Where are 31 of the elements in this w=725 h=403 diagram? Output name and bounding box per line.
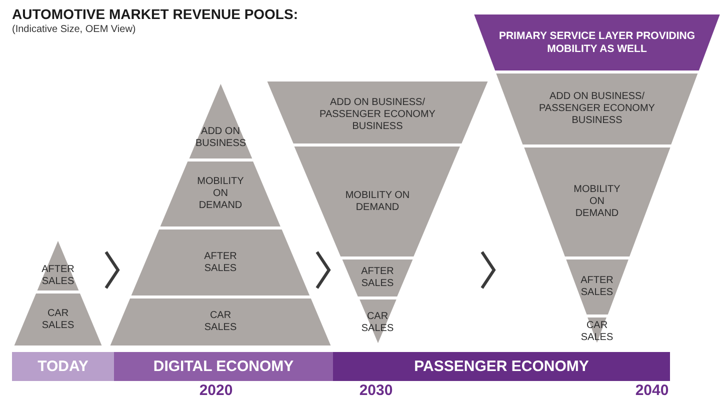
chart-title: AUTOMOTIVE MARKET REVENUE POOLS: [12, 6, 298, 22]
subtitle: (Indicative Size, OEM View) [12, 24, 136, 35]
era-label: TODAY [38, 358, 88, 375]
pyramid-tier [129, 228, 312, 297]
year-label: 2030 [359, 382, 393, 399]
year-label: 2040 [635, 382, 669, 399]
highlight-tier [472, 13, 722, 72]
pyramid-tier [265, 80, 490, 145]
pyramid-tier [12, 292, 104, 347]
tier-label: PRIMARY SERVICE LAYER PROVIDING MOBILITY AS WELL [498, 30, 696, 56]
tier-label: CAR SALES [40, 308, 76, 332]
year-label: 2020 [199, 382, 233, 399]
tier-label: MOBILITY ON DEMAND [344, 190, 411, 214]
pyramid-tier [108, 297, 333, 347]
tier-label: CAR SALES [360, 310, 395, 334]
tier-label: ADD ON BUSINESS [195, 126, 246, 150]
tier-label: ADD ON BUSINESS/ PASSENGER ECONOMY BUSINESS [318, 96, 436, 132]
pyramid-tier [158, 160, 283, 228]
tier-label: MOBILITY ON DEMAND [572, 184, 622, 220]
pyramid-tier [494, 72, 700, 146]
tier-label: AFTER SALES [580, 275, 614, 299]
era-label: DIGITAL ECONOMY [153, 358, 294, 375]
tier-label: MOBILITY ON DEMAND [196, 176, 245, 212]
tier-label: ADD ON BUSINESS/ PASSENGER ECONOMY BUSINESS [538, 91, 656, 127]
tier-label: CAR SALES [203, 310, 238, 334]
era-band [114, 352, 333, 381]
tier-label: AFTER SALES [360, 266, 395, 290]
era-band [12, 352, 114, 381]
era-band [333, 352, 670, 381]
era-label: PASSENGER ECONOMY [414, 358, 589, 375]
tier-label: AFTER SALES [203, 250, 238, 274]
